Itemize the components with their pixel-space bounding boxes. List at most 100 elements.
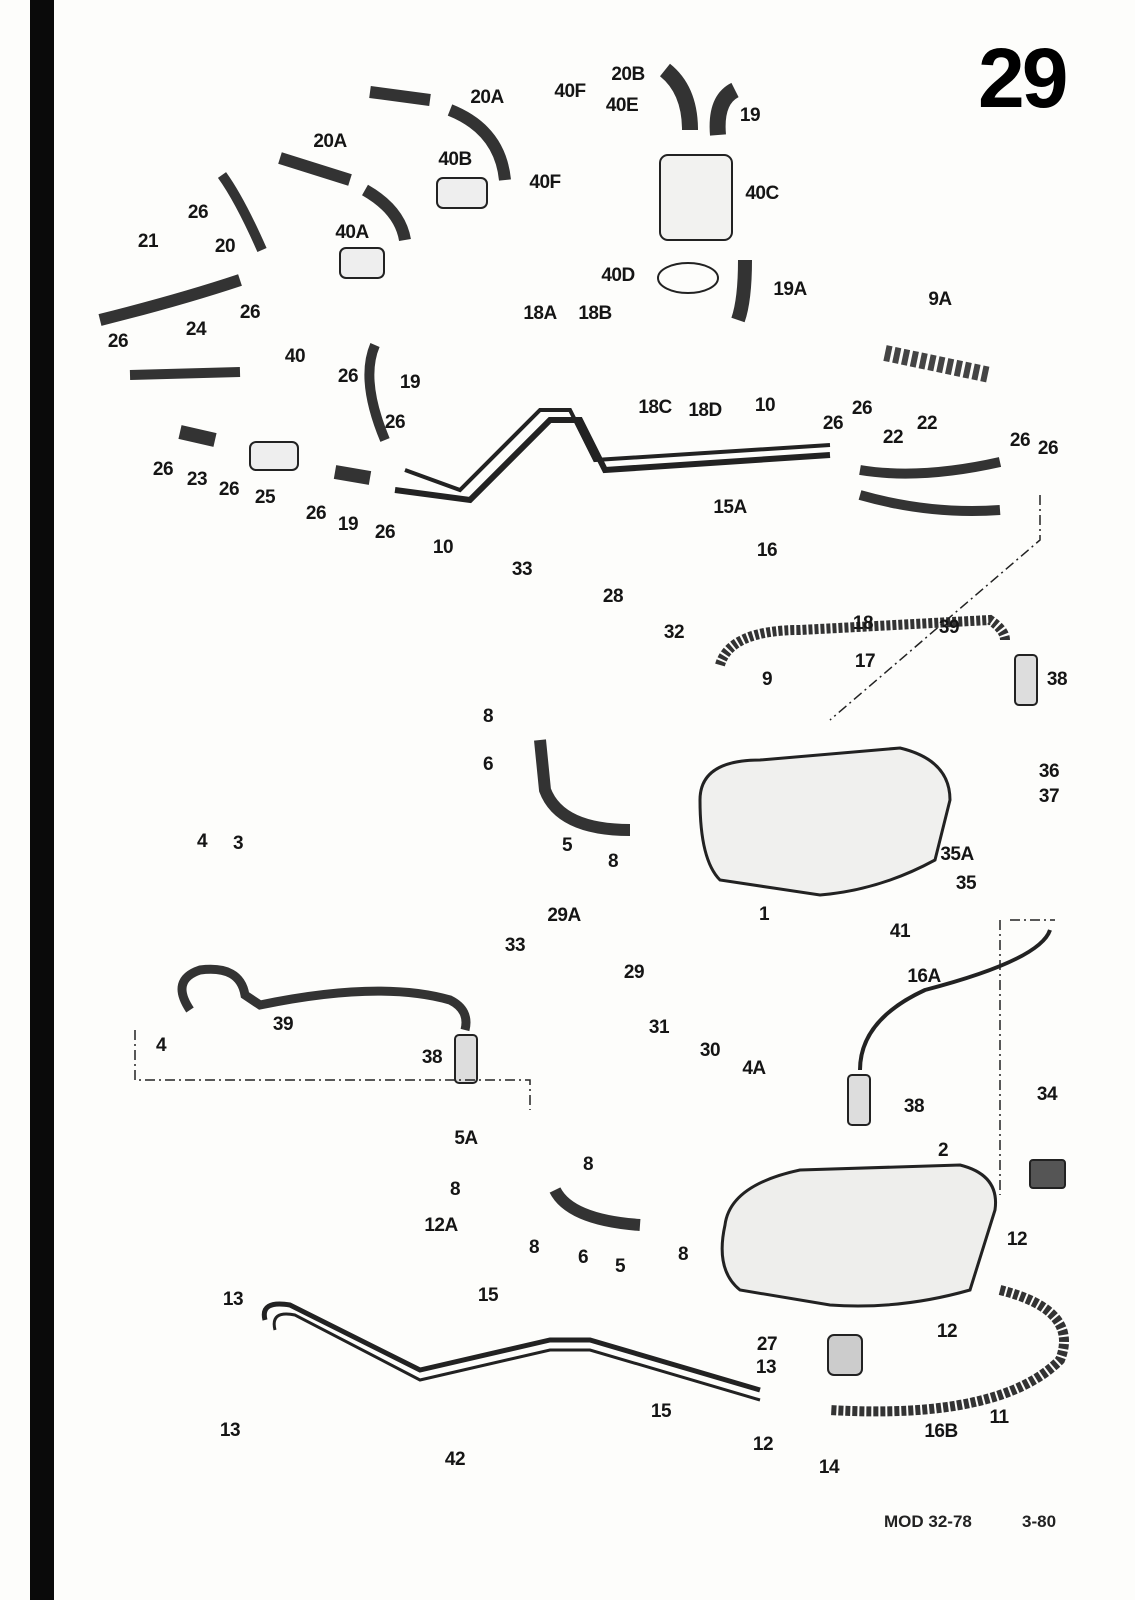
part-label: 13	[755, 1357, 777, 1378]
part-label: 6	[482, 754, 494, 775]
part-label: 26	[822, 413, 844, 434]
part-label: 26	[374, 522, 396, 543]
hose-24	[129, 367, 241, 380]
part-label: 5	[561, 835, 573, 856]
filter-25	[249, 441, 299, 471]
part-label: 2	[937, 1140, 949, 1161]
part-label: 39	[272, 1014, 294, 1035]
cap-38-right	[847, 1074, 871, 1126]
hose-19-top	[709, 82, 740, 136]
part-label: 40A	[335, 222, 369, 243]
filter-40b	[436, 177, 488, 209]
part-label: 32	[663, 622, 685, 643]
part-label: 8	[677, 1244, 689, 1265]
part-label: 10	[754, 395, 776, 416]
part-label: 28	[602, 586, 624, 607]
part-label: 37	[1038, 786, 1060, 807]
part-label: 26	[305, 503, 327, 524]
part-label: 18B	[578, 303, 612, 324]
cap-38-left	[454, 1034, 478, 1084]
leader-lines	[134, 495, 1055, 1195]
part-label: 26	[851, 398, 873, 419]
hose-20b	[659, 63, 698, 131]
vent-line-16a	[858, 929, 1052, 1071]
part-label: 26	[384, 412, 406, 433]
hose-21	[98, 274, 242, 326]
hose-19-mid	[364, 343, 390, 442]
part-label: 10	[432, 537, 454, 558]
part-label: 33	[511, 559, 533, 580]
part-label: 18C	[638, 397, 672, 418]
part-label: 8	[607, 851, 619, 872]
part-label: 15A	[713, 497, 747, 518]
part-label: 18D	[688, 400, 722, 421]
part-label: 19	[337, 514, 359, 535]
part-label: 16	[756, 540, 778, 561]
part-label: 21	[137, 231, 159, 252]
part-label: 19	[739, 105, 761, 126]
part-label: 19	[399, 372, 421, 393]
part-label: 17	[854, 651, 876, 672]
part-label: 40B	[438, 149, 472, 170]
part-label: 8	[449, 1179, 461, 1200]
part-label: 40D	[601, 265, 635, 286]
part-label: 19A	[773, 279, 807, 300]
part-label: 4	[196, 831, 208, 852]
part-label: 36	[1038, 761, 1060, 782]
page-number: 29	[978, 31, 1068, 125]
part-label: 13	[219, 1420, 241, 1441]
part-label: 35A	[940, 844, 974, 865]
part-label: 35	[955, 873, 977, 894]
part-label: 20A	[313, 131, 347, 152]
clamp-40d	[657, 262, 719, 294]
part-label: 29A	[547, 905, 581, 926]
hose-23	[178, 425, 372, 485]
filter-40a	[339, 247, 385, 279]
part-label: 24	[185, 319, 207, 340]
footer-date: 3-80	[1022, 1512, 1057, 1531]
fuel-line-10	[394, 417, 831, 504]
filler-neck-lower	[549, 1186, 641, 1231]
part-label: 30	[699, 1040, 721, 1061]
part-label: 11	[989, 1407, 1009, 1428]
hose-20a	[278, 152, 411, 242]
part-label: 26	[218, 479, 240, 500]
part-label: 14	[818, 1457, 840, 1478]
boot-9a	[883, 345, 992, 383]
part-label: 16A	[907, 966, 941, 987]
part-label: 8	[482, 706, 494, 727]
part-label: 40C	[745, 183, 779, 204]
part-label: 40F	[554, 81, 586, 102]
part-label: 4	[155, 1035, 167, 1056]
part-label: 33	[504, 935, 526, 956]
part-label: 9A	[928, 289, 952, 310]
part-label: 12	[936, 1321, 958, 1342]
part-label: 1	[758, 904, 770, 925]
part-label: 40	[284, 346, 306, 367]
part-label: 22	[916, 413, 938, 434]
hose-19a	[731, 259, 752, 323]
binding-edge	[30, 0, 54, 1600]
part-label: 20A	[470, 87, 504, 108]
part-label: 18	[852, 613, 874, 634]
part-label: 26	[337, 366, 359, 387]
part-label: 40E	[605, 95, 639, 116]
fuel-tank-2	[720, 1163, 998, 1308]
part-label: 12	[1006, 1229, 1028, 1250]
part-label: 23	[186, 469, 208, 490]
vent-hose-39-lower	[177, 964, 471, 1032]
part-label: 38	[903, 1096, 925, 1117]
fuel-tank-1	[698, 746, 952, 897]
part-label: 5	[614, 1256, 626, 1277]
part-label: 9	[761, 669, 773, 690]
part-label: 25	[254, 487, 276, 508]
bracket-34	[1029, 1159, 1066, 1189]
hose-20a-upper	[369, 86, 511, 181]
filler-neck-6	[534, 739, 631, 836]
part-label: 31	[648, 1017, 670, 1038]
part-label: 12A	[424, 1215, 458, 1236]
part-label: 8	[528, 1237, 540, 1258]
part-label: 42	[444, 1449, 466, 1470]
